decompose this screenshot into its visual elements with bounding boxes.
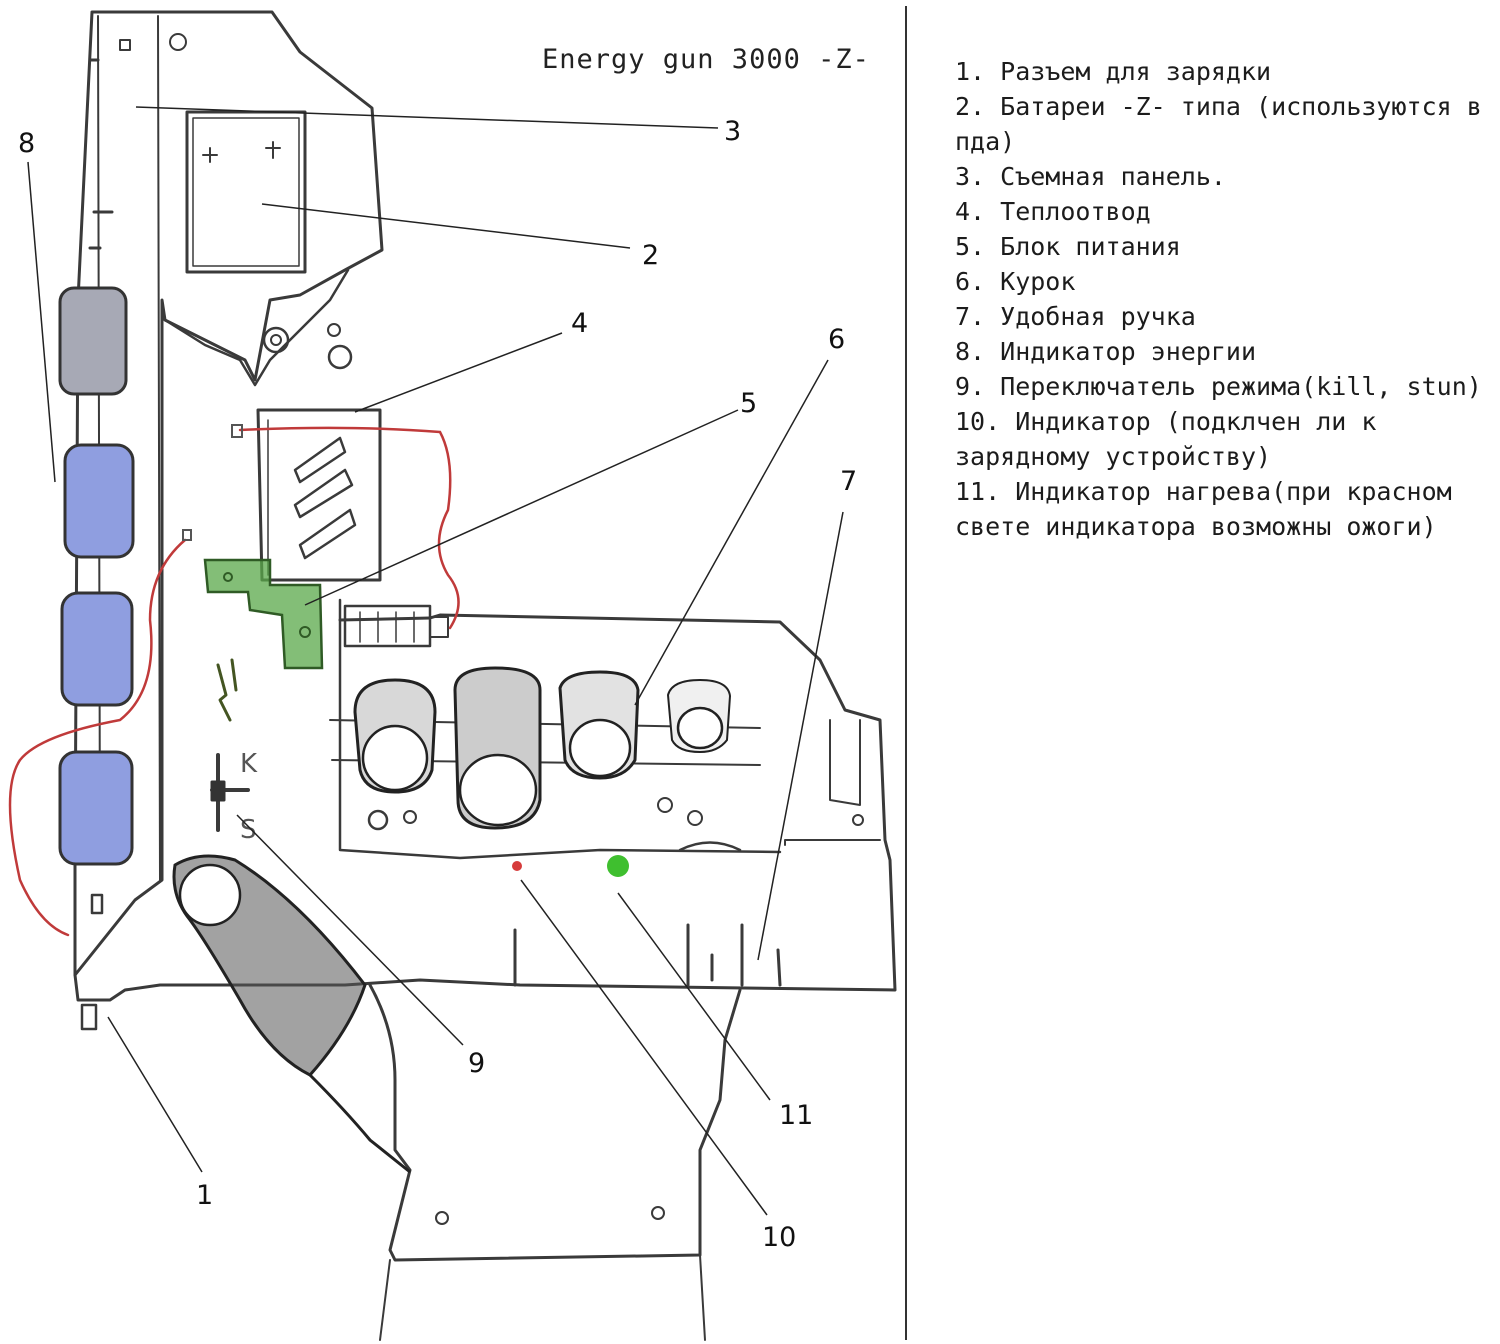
energy-cell-1 <box>63 443 135 559</box>
heat-sink <box>256 408 382 582</box>
legend-item-1: 1. Разъем для зарядки <box>955 57 1272 86</box>
charging-indicator-led <box>512 861 522 871</box>
callout-1: 1 <box>196 1180 214 1211</box>
legend-item-10: 10. Индикатор (подклчен ли к зарядному у… <box>955 407 1377 471</box>
callout-11: 11 <box>779 1100 814 1131</box>
callout-2: 2 <box>642 240 660 271</box>
energy-cell-empty <box>58 286 128 396</box>
callout-4: 4 <box>571 308 589 339</box>
legend-item-11: 11. Индикатор нагрева(при красном свете … <box>955 477 1452 541</box>
legend-list: 1. Разъем для зарядки 2. Батареи -Z- тип… <box>955 54 1485 544</box>
callout-10: 10 <box>762 1222 797 1253</box>
legend-item-9: 9. Переключатель режима(kill, stun) <box>955 372 1482 401</box>
energy-cell-3 <box>58 750 134 866</box>
callout-3: 3 <box>724 116 742 147</box>
wire-side <box>8 538 187 937</box>
mode-label-kill: K <box>240 749 258 779</box>
callout-7: 7 <box>840 466 858 497</box>
handle-grip <box>368 983 742 1262</box>
panel-divider <box>905 6 907 1340</box>
diagram-title: Energy gun 3000 -Z- <box>542 44 870 75</box>
legend-item-7: 7. Удобная ручка <box>955 302 1196 331</box>
callout-9: 9 <box>468 1048 486 1079</box>
legend-item-4: 4. Теплоотвод <box>955 197 1151 226</box>
legend-item-8: 8. Индикатор энергии <box>955 337 1257 366</box>
gun-barrel-body <box>73 613 897 1002</box>
body-side-panel <box>73 10 384 977</box>
energy-cell-2 <box>60 591 134 707</box>
wire-top <box>238 426 460 630</box>
legend-item-5: 5. Блок питания <box>955 232 1181 261</box>
legend-item-2: 2. Батареи -Z- типа (используются в пда) <box>955 92 1482 156</box>
callout-5: 5 <box>740 388 758 419</box>
heat-indicator-led <box>607 855 629 877</box>
battery-compartment <box>185 110 307 274</box>
gun-drawing: K S <box>8 10 897 1341</box>
charging-port <box>80 1003 98 1031</box>
callout-8: 8 <box>18 128 36 159</box>
power-block <box>203 558 324 670</box>
mode-label-stun: S <box>240 815 257 845</box>
legend-item-6: 6. Курок <box>955 267 1076 296</box>
legend-item-3: 3. Съемная панель. <box>955 162 1226 191</box>
callout-6: 6 <box>828 324 846 355</box>
